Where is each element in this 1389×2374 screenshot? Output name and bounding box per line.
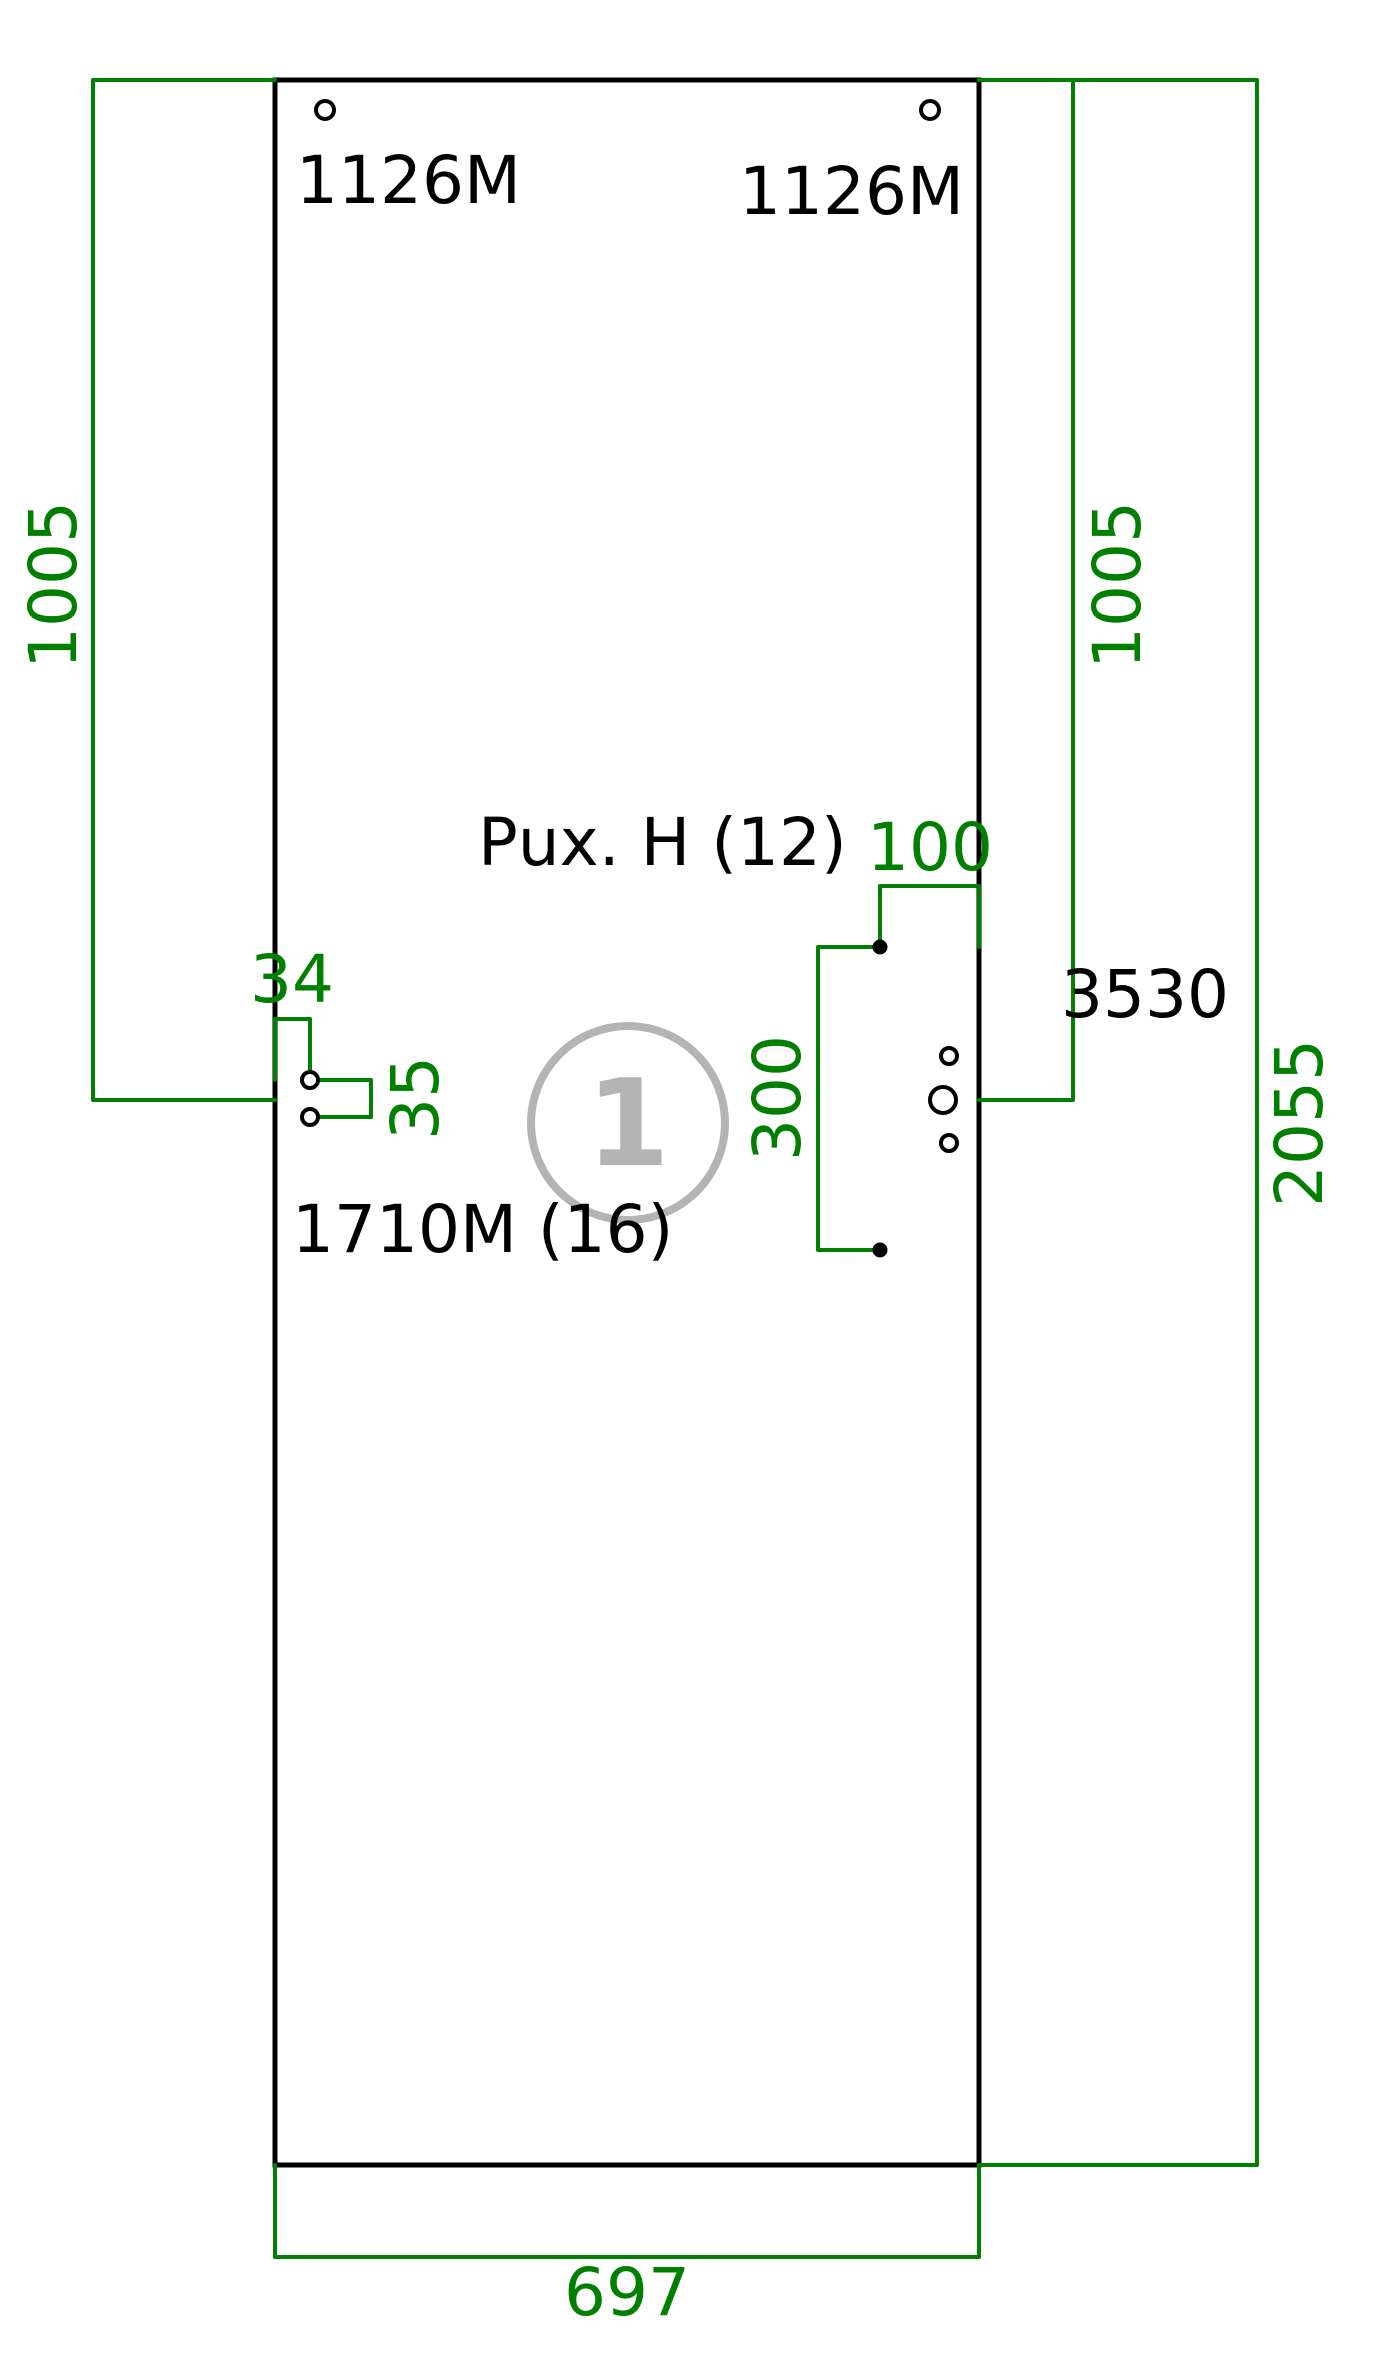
dimension-line-total-height: [977, 78, 1259, 2167]
dimension-label-34: 34: [250, 941, 334, 1018]
hinge-hole-top-right: [919, 99, 941, 121]
hinge-hole-top-left: [314, 99, 336, 121]
dimension-line-100: [878, 884, 981, 949]
fitting-hole-large: [928, 1085, 958, 1115]
handle-hole-upper: [872, 939, 888, 955]
dimension-label-width: 697: [564, 2254, 690, 2331]
panel-number-badge: [527, 1022, 729, 1224]
dimension-label-100: 100: [867, 809, 993, 886]
dimension-line-34: [273, 1017, 312, 1082]
fitting-hole-small-lower: [939, 1133, 959, 1153]
panel-number-text: 1: [586, 1055, 670, 1194]
hinge-hole-mid-left-upper: [300, 1070, 320, 1090]
dimension-line-right-1005: [977, 78, 1075, 1102]
dimension-label-total-height: 2055: [1261, 1039, 1338, 1207]
dimension-line-300: [816, 945, 882, 1252]
panel-outline: [272, 77, 982, 2168]
dimension-label-35: 35: [377, 1056, 454, 1140]
label-hinge-top-right: 1126M: [739, 153, 964, 230]
label-handle: Рuх. Н (12): [478, 804, 847, 881]
dimension-line-width: [273, 2163, 981, 2259]
dimension-line-35: [308, 1078, 373, 1119]
dimension-label-right-1005: 1005: [1079, 501, 1156, 669]
label-part-code: 3530: [1061, 956, 1229, 1033]
dimension-label-300: 300: [739, 1035, 816, 1161]
fitting-hole-small-upper: [939, 1046, 959, 1066]
label-hinge-mid-left: 1710M (16): [292, 1191, 673, 1268]
handle-hole-lower: [872, 1242, 888, 1258]
dimension-line-left-1005: [91, 78, 277, 1102]
label-hinge-top-left: 1126M: [296, 142, 521, 219]
hinge-hole-mid-left-lower: [300, 1107, 320, 1127]
dimension-label-left-1005: 1005: [15, 501, 92, 669]
